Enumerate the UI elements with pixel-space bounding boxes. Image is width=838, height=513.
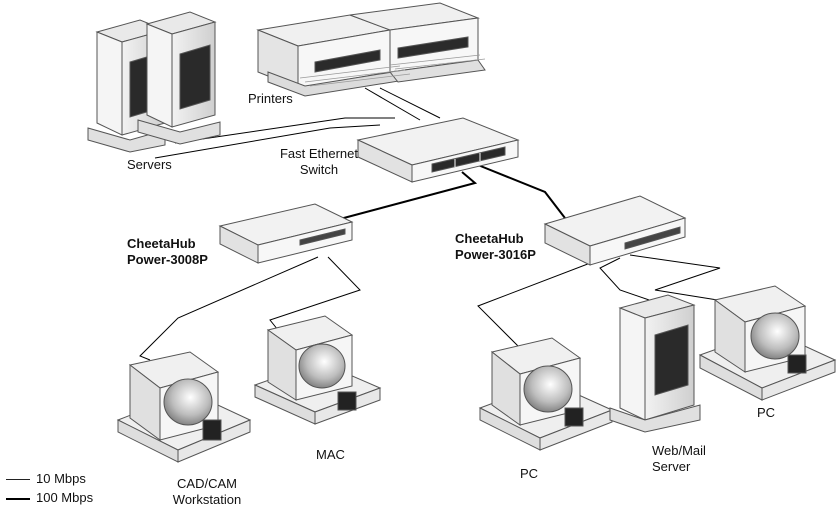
cable-hub2-pc-right [629,254,731,303]
hub1-label: CheetaHub Power-3008P [127,236,208,268]
pc-right-computer [698,285,837,401]
server-tower-right [137,11,221,145]
paper-tray [299,54,486,87]
hub-3008p [218,203,354,264]
pc-right-label: PC [757,405,776,420]
cadcam-label: CAD/CAM Workstation [166,476,248,508]
mac-label: MAC [316,447,345,462]
cables [139,87,731,361]
cable-hub1-cadcam [139,256,319,361]
pc-left-label: PC [520,466,539,481]
cadcam-label-line1: CAD/CAM [177,476,237,491]
fast-ethernet-switch [356,117,520,183]
switch-label: Fast Ethernet Switch [266,146,372,178]
mac-computer [253,315,382,425]
hub2-label: CheetaHub Power-3016P [455,231,536,263]
cable-server1-switch [154,124,381,159]
printers-label: Printers [248,91,293,106]
cable-printer1-switch [364,87,421,121]
legend-thick-line [6,497,30,500]
cable-server2-switch [174,117,395,144]
cable-switch-hub2 [477,164,569,223]
legend-item-100mbps: 100 Mbps [6,490,93,506]
hub2-label-line2: Power-3016P [455,247,536,262]
cable-hub1-mac [269,256,361,331]
switch-label-line1: Fast Ethernet [279,146,359,161]
webmail-label-line1: Web/Mail [652,443,706,458]
hub2-label-line1: CheetaHub [455,231,524,246]
pc-left-computer [478,337,614,451]
hub1-label-line1: CheetaHub [127,236,196,251]
cable-printer2-switch [379,87,441,119]
cable-hub2-webserver [599,257,656,303]
cadcam-label-line2: Workstation [172,492,242,507]
cable-hub2-pc-left [477,256,607,349]
web-mail-server [609,294,701,433]
cadcam-workstation [116,351,252,463]
webmail-label-line2: Server [652,459,691,474]
legend-label-10mbps: 10 Mbps [36,471,86,486]
legend-item-10mbps: 10 Mbps [6,471,86,487]
printers-group [256,2,486,97]
switch-label-line2: Switch [299,162,339,177]
hub1-label-line2: Power-3008P [127,252,208,267]
webmail-label: Web/Mail Server [652,443,706,475]
hub-3016p [543,195,687,266]
legend-thin-line [6,479,30,481]
servers-label: Servers [127,157,172,172]
cable-switch-hub1 [339,171,478,220]
legend-label-100mbps: 100 Mbps [36,490,94,505]
